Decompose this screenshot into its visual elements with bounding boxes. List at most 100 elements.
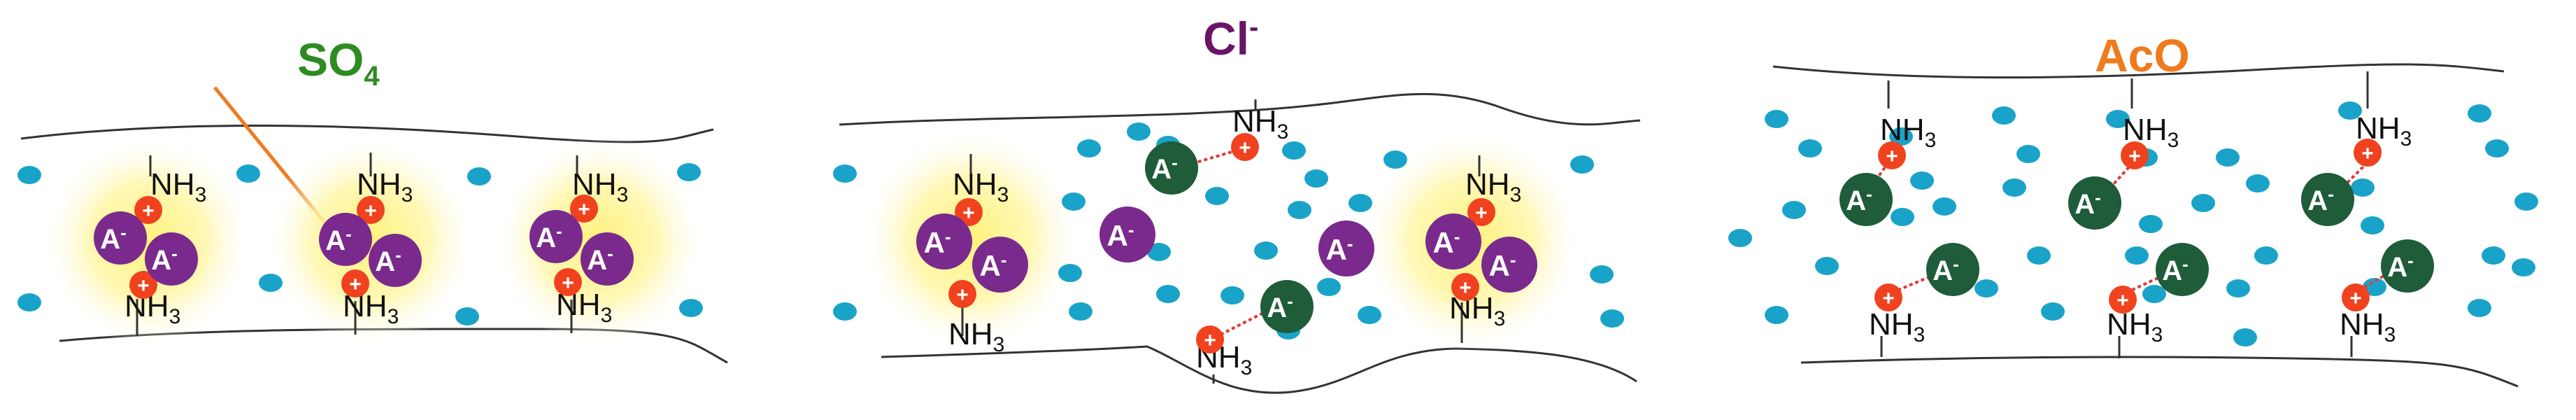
binding-site: NH3 NH3 + + A- A- <box>319 153 422 335</box>
svg-text:A-: A- <box>979 249 1006 282</box>
anion-bound <box>529 210 583 263</box>
svg-text:+: + <box>2361 142 2374 165</box>
svg-text:A-: A- <box>2387 250 2414 283</box>
svg-text:A-: A- <box>2307 183 2334 216</box>
nh3-label: NH3 <box>2123 113 2179 152</box>
anion-free-green <box>1840 173 1893 226</box>
panel-title-so4: SO4 <box>297 34 380 92</box>
svg-text:A-: A- <box>151 243 178 276</box>
svg-text:+: + <box>956 284 969 307</box>
svg-text:+: + <box>137 274 150 298</box>
svg-text:A-: A- <box>1151 152 1178 185</box>
svg-text:+: + <box>349 273 362 296</box>
binding-site: NH3 NH3 + + A- A- <box>916 154 1028 356</box>
svg-text:+: + <box>1239 136 1251 160</box>
binding-site: NH3 NH3 + + A- A- <box>94 155 206 336</box>
nh3-label: NH3 <box>953 167 1009 206</box>
svg-text:A-: A- <box>1488 249 1516 282</box>
panel-title-cl: Cl- <box>1203 12 1258 64</box>
svg-text:+: + <box>142 200 155 223</box>
ammonium-cation <box>1231 133 1259 161</box>
svg-text:+: + <box>2349 287 2362 310</box>
nh3-label: NH3 <box>572 167 628 206</box>
fiber-bottom-aco <box>1800 356 2519 388</box>
anion-bound <box>319 213 372 266</box>
nh3-label: NH3 <box>1869 307 1925 346</box>
fiber-top-so4 <box>20 125 714 144</box>
svg-text:A-: A- <box>587 243 613 276</box>
anion-bound <box>1425 214 1481 270</box>
svg-text:A-: A- <box>1267 290 1293 323</box>
ion-pair: NH3 + A- <box>2301 71 2412 226</box>
anion-free-green <box>2068 176 2121 230</box>
anion-free-purple <box>1100 206 1155 262</box>
anion-free-green <box>2301 173 2354 226</box>
svg-text:A-: A- <box>2162 253 2189 286</box>
svg-text:+: + <box>562 272 574 295</box>
svg-text:+: + <box>962 202 975 225</box>
anion-bound <box>1481 237 1537 293</box>
anion-free-purple <box>1318 220 1374 276</box>
nh3-label: NH3 <box>2356 111 2412 150</box>
svg-text:+: + <box>2116 289 2129 312</box>
ammonium-cation <box>955 198 983 226</box>
nh3-label: NH3 <box>1465 167 1521 206</box>
svg-text:A-: A- <box>1432 226 1460 259</box>
ammonium-cation <box>554 268 582 296</box>
svg-text:A-: A- <box>100 222 127 255</box>
fiber-top-aco <box>1772 63 2505 79</box>
svg-text:A-: A- <box>325 223 352 256</box>
nh3-label: NH3 <box>1880 113 1936 152</box>
svg-text:+: + <box>1475 202 1488 225</box>
svg-text:A-: A- <box>923 226 951 259</box>
svg-text:A-: A- <box>375 244 401 277</box>
ammonium-cation <box>2342 284 2370 312</box>
ammonium-cation <box>341 270 369 298</box>
water-molecules <box>833 122 1624 340</box>
svg-text:A-: A- <box>1933 253 1959 286</box>
ammonium-cation <box>2121 141 2149 169</box>
ammonium-cation <box>948 280 976 308</box>
panel-so4: SO4 NH3 NH3 + + A- A- <box>17 34 728 364</box>
ammonium-cation <box>129 271 157 299</box>
svg-text:+: + <box>1882 287 1895 310</box>
svg-text:A-: A- <box>1106 219 1134 252</box>
ion-pair: NH3 + A- <box>2107 243 2209 358</box>
ammonium-cation <box>357 196 385 224</box>
anion-free-green <box>1145 141 1198 195</box>
nh3-label: NH3 <box>150 167 206 206</box>
binding-site: NH3 NH3 + + A- A- <box>1425 155 1537 343</box>
anion-bound <box>916 214 972 270</box>
ammonium-cation <box>134 196 162 224</box>
anion-bound <box>145 232 198 286</box>
anion-free-green <box>2156 243 2209 296</box>
anion-free-green <box>2381 239 2434 293</box>
ion-pair: NH3 + A- <box>1869 243 1979 357</box>
anion-bound <box>94 211 147 265</box>
ammonium-cation <box>570 195 598 223</box>
ammonium-cation <box>2354 139 2382 167</box>
ammonium-cation <box>1451 273 1479 301</box>
anion-bound <box>972 237 1028 293</box>
ion-pair: NH3 + A- <box>2340 239 2434 357</box>
svg-text:+: + <box>364 200 377 223</box>
binding-site: NH3 NH3 + + A- A- <box>529 155 634 333</box>
nh3-label: NH3 <box>357 167 413 206</box>
fiber-top-cl <box>839 92 1641 126</box>
nh3-label: NH3 <box>2340 307 2396 346</box>
panel-title-aco: AcO <box>2095 29 2190 81</box>
ammonium-cation <box>1467 198 1495 226</box>
svg-text:+: + <box>1204 329 1216 352</box>
panel-cl: Cl- NH3 NH3 + + <box>833 12 1641 394</box>
svg-text:A-: A- <box>2075 187 2101 220</box>
svg-text:+: + <box>1459 276 1472 300</box>
anion-free-green <box>1260 280 1314 333</box>
ammonium-cation <box>1874 284 1902 312</box>
water-molecules <box>1728 102 2538 346</box>
anion-bound <box>369 234 422 287</box>
svg-text:+: + <box>578 198 590 221</box>
ion-pair: NH3 + A- <box>1840 80 1936 226</box>
ion-pair: NH3 + A- <box>2068 78 2179 230</box>
ion-pair: NH3 + A- <box>1196 280 1314 384</box>
